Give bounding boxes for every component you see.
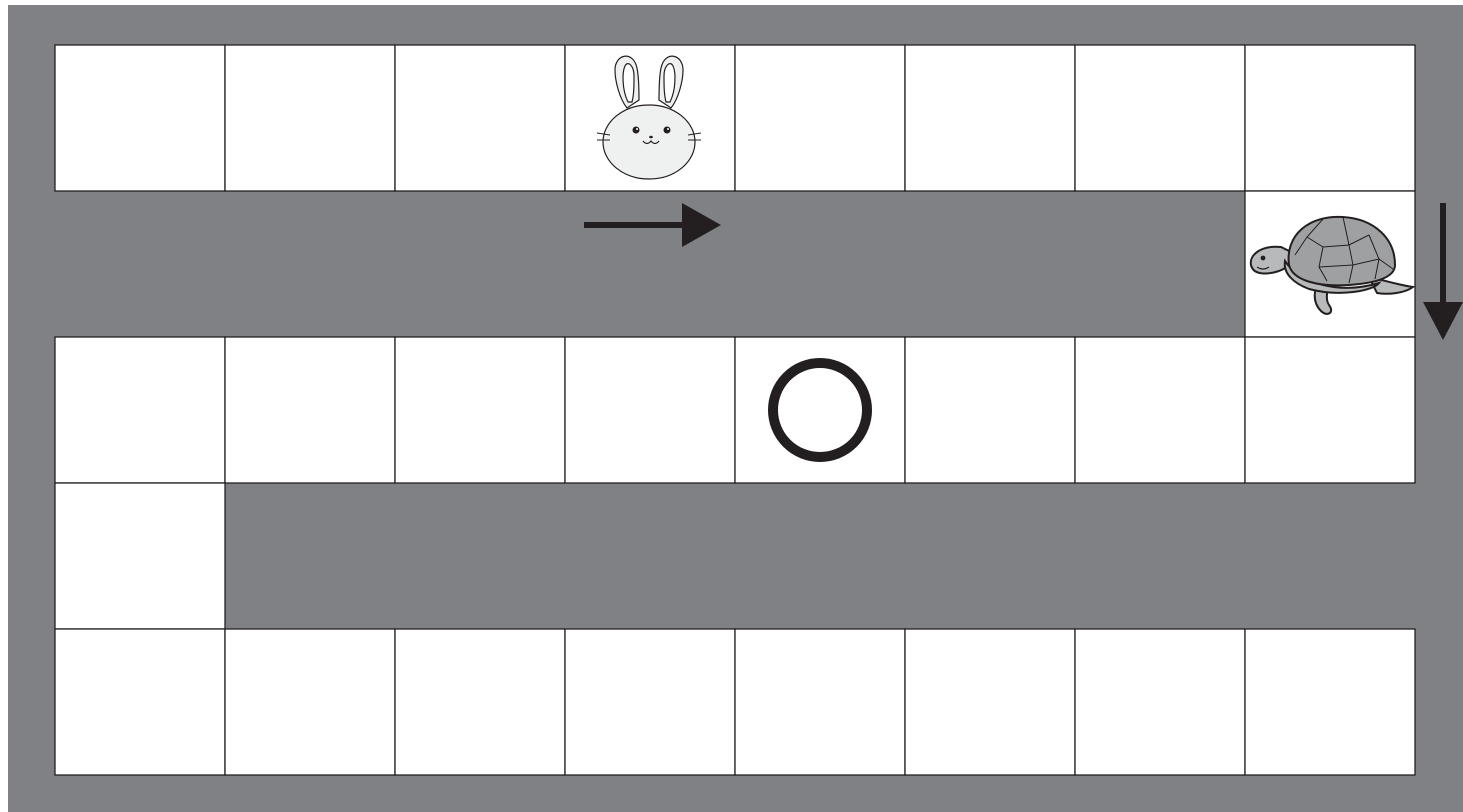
board-cell-r4-c2[interactable]: [395, 629, 565, 775]
board-cell-r4-c3[interactable]: [565, 629, 735, 775]
board-cell-r0-c4[interactable]: [735, 45, 905, 191]
cells-layer: [55, 45, 1415, 775]
board-cell-r2-c7[interactable]: [1245, 337, 1415, 483]
board-cell-r0-c7[interactable]: [1245, 45, 1415, 191]
board-cell-r4-c5[interactable]: [905, 629, 1075, 775]
board-cell-r0-c5[interactable]: [905, 45, 1075, 191]
board-cell-r4-c0[interactable]: [55, 629, 225, 775]
board-cell-r4-c7[interactable]: [1245, 629, 1415, 775]
board-cell-r2-c5[interactable]: [905, 337, 1075, 483]
board-cell-r0-c6[interactable]: [1075, 45, 1245, 191]
board-cell-r2-c3[interactable]: [565, 337, 735, 483]
arrow-down-icon: [1423, 203, 1463, 340]
board-cell-r0-c1[interactable]: [225, 45, 395, 191]
board-cell-r0-c0[interactable]: [55, 45, 225, 191]
board-cell-r2-c6[interactable]: [1075, 337, 1245, 483]
board-cell-r0-c2[interactable]: [395, 45, 565, 191]
board-cell-r2-c2[interactable]: [395, 337, 565, 483]
board-cell-r4-c4[interactable]: [735, 629, 905, 775]
board-cell-r3-c0[interactable]: [55, 483, 225, 629]
board-cell-r2-c1[interactable]: [225, 337, 395, 483]
arrow-right-icon: [584, 203, 721, 247]
board-cell-r2-c0[interactable]: [55, 337, 225, 483]
board-cell-r4-c6[interactable]: [1075, 629, 1245, 775]
board-cell-r4-c1[interactable]: [225, 629, 395, 775]
